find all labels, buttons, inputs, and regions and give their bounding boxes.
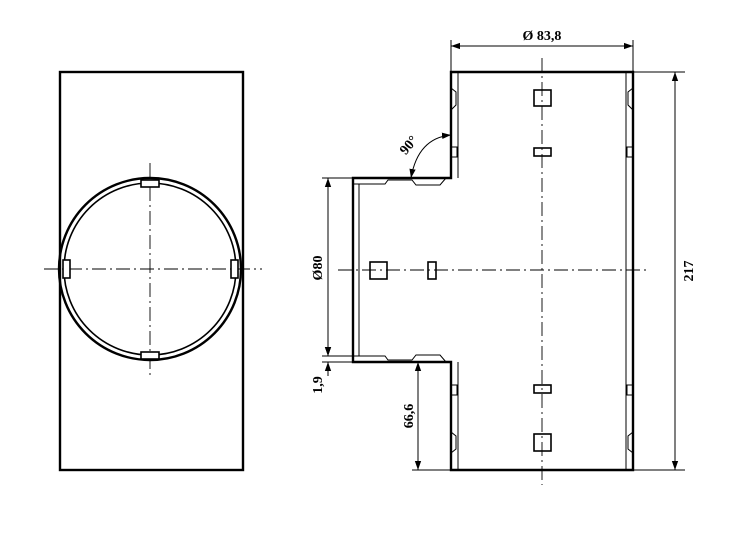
notch-left-4	[450, 431, 457, 454]
end-view	[44, 70, 262, 472]
dim-diameter-branch: Ø80	[311, 256, 326, 281]
dim-diameter-top: Ø 83,8	[523, 29, 562, 44]
square-hole-bottom	[533, 433, 552, 452]
dim-height-total: 217	[682, 261, 697, 282]
square-hole-top	[533, 89, 552, 107]
slot-hole-branch	[427, 261, 437, 280]
slot-hole-top	[533, 147, 552, 157]
ring-tab-top	[140, 179, 160, 188]
square-hole-branch	[369, 261, 388, 280]
dim-branch-offset: 66,6	[402, 404, 417, 429]
notch-right-3	[626, 384, 633, 396]
dim-angle: 90°	[397, 133, 421, 158]
ring-tab-left	[62, 259, 71, 279]
notch-left-1	[450, 87, 457, 111]
notch-right-2	[626, 146, 633, 158]
slot-hole-bottom	[533, 384, 552, 394]
dim-arc-angle	[409, 132, 452, 179]
notch-right-4	[627, 431, 634, 454]
notch-right-1	[627, 87, 634, 111]
branch-inner-bottom	[353, 354, 447, 363]
branch-inner-top	[353, 177, 447, 186]
notch-left-2	[451, 146, 458, 158]
end-view-outline	[58, 70, 245, 472]
dim-wall-thickness: 1,9	[311, 376, 326, 394]
side-view: Ø 83,8 217 90° Ø80 1,9 66,6	[311, 29, 697, 485]
notch-left-3	[451, 384, 458, 396]
ring-tab-bottom	[140, 351, 160, 360]
ring-tab-right	[230, 259, 239, 279]
tee-body-outline	[351, 70, 635, 472]
